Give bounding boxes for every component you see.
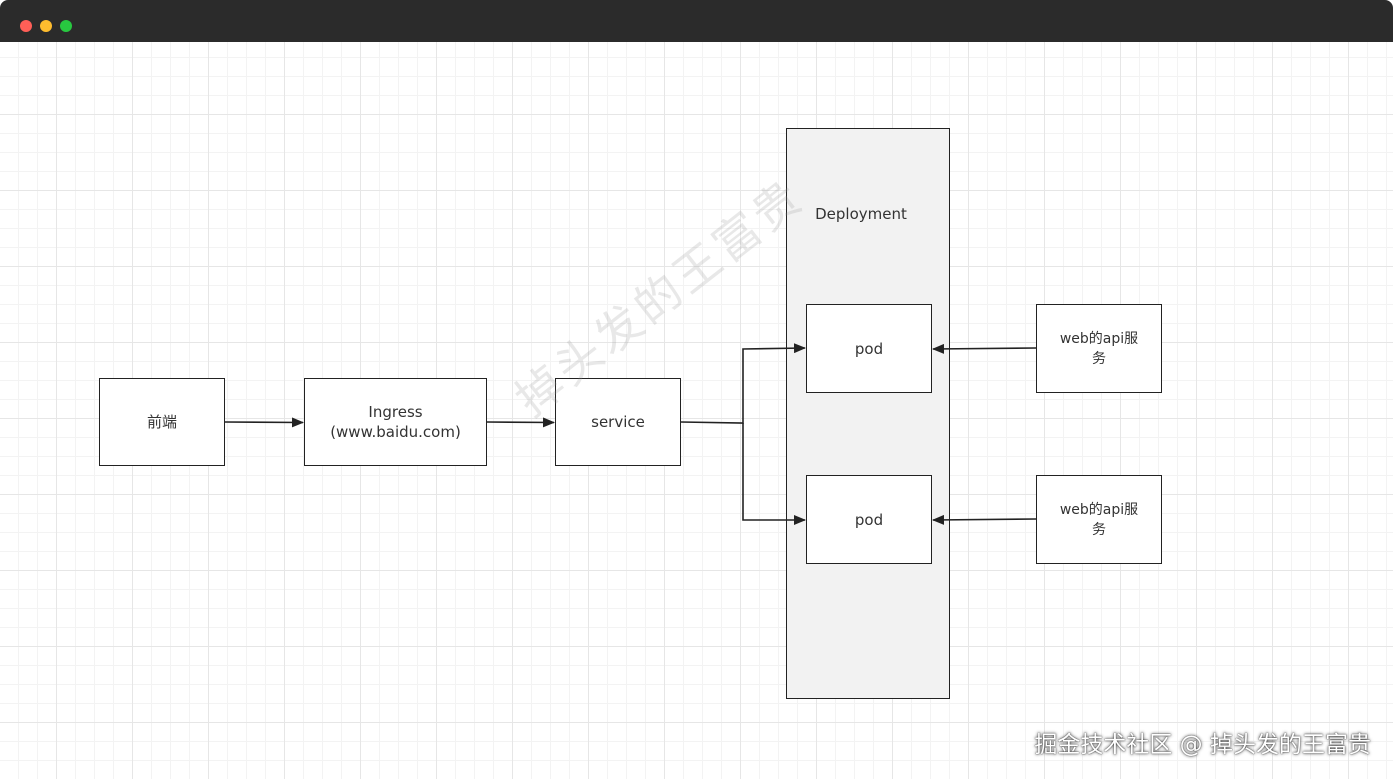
deployment-label: Deployment (815, 205, 907, 223)
ingress-node[interactable]: Ingress (www.baidu.com) (304, 378, 487, 466)
ingress-host-label: (www.baidu.com) (330, 423, 461, 441)
web-api-bottom-label-line2: 务 (1092, 521, 1106, 538)
pod-top-label: pod (854, 339, 884, 358)
ingress-label: Ingress (368, 403, 423, 421)
service-node[interactable]: service (555, 378, 681, 466)
minimize-window-button[interactable] (40, 20, 52, 32)
pod-node-bottom[interactable]: pod (806, 475, 932, 564)
close-window-button[interactable] (20, 20, 32, 32)
frontend-node[interactable]: 前端 (99, 378, 225, 466)
frontend-label: 前端 (146, 413, 177, 431)
web-api-node-top[interactable]: web的api服 务 (1036, 304, 1162, 393)
web-api-bottom-label-line1: web的api服 (1059, 501, 1139, 518)
service-label: service (591, 413, 645, 431)
credit-watermark: 掘金技术社区 @ 掉头发的王富贵 (1034, 732, 1371, 758)
maximize-window-button[interactable] (60, 20, 72, 32)
web-api-node-bottom[interactable]: web的api服 务 (1036, 475, 1162, 564)
web-api-top-label-line2: 务 (1092, 350, 1106, 367)
pod-node-top[interactable]: pod (806, 304, 932, 393)
window-titlebar (0, 0, 1393, 42)
web-api-top-label-line1: web的api服 (1059, 330, 1139, 347)
pod-bottom-label: pod (854, 510, 884, 529)
